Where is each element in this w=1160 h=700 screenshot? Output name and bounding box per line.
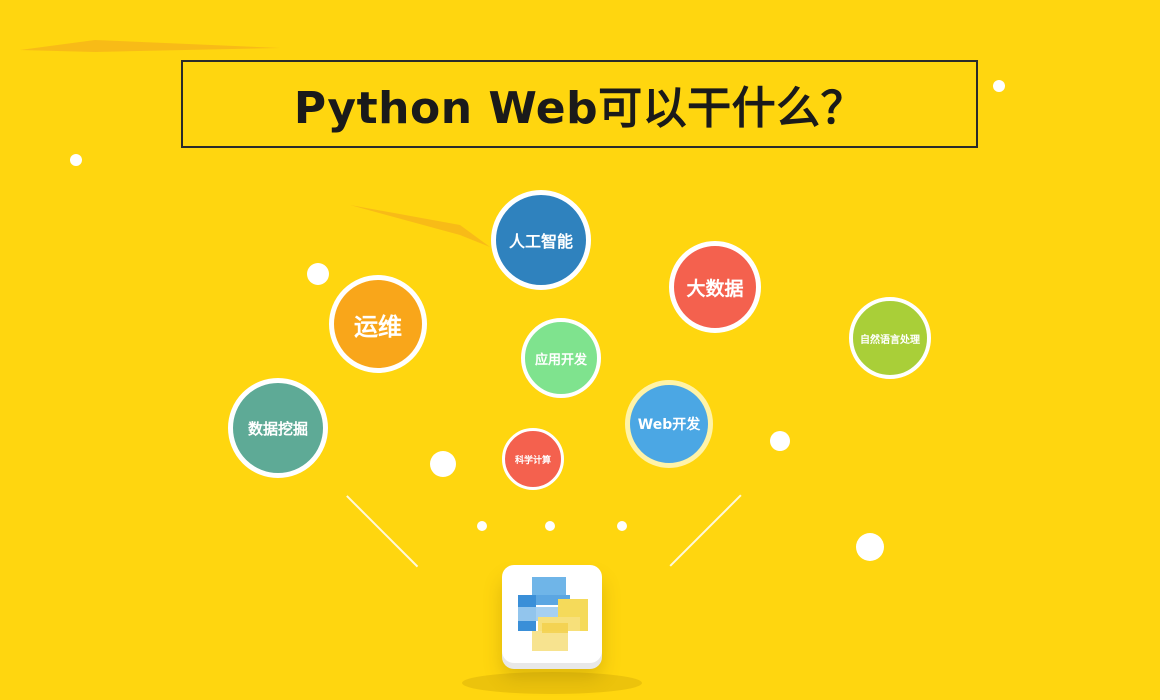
decor-dot xyxy=(545,521,555,531)
topic-bubble-datamining: 数据挖掘 xyxy=(228,378,328,478)
topic-label: 科学计算 xyxy=(514,455,551,466)
right-ray-line xyxy=(669,494,742,567)
topic-label: 人工智能 xyxy=(508,232,573,251)
topic-bubble-webdev: Web开发 xyxy=(625,380,713,468)
topic-label: 数据挖掘 xyxy=(247,419,308,438)
logo-shadow xyxy=(462,672,642,694)
decor-dot xyxy=(307,263,329,285)
decor-dot xyxy=(70,154,82,166)
topic-label: Web开发 xyxy=(637,417,701,433)
top-left-streak xyxy=(20,40,280,52)
decor-dot xyxy=(770,431,790,451)
topic-label: 大数据 xyxy=(686,277,744,300)
topic-bubble-ai: 人工智能 xyxy=(491,190,591,290)
decor-dot xyxy=(856,533,884,561)
topic-bubble-appdev: 应用开发 xyxy=(521,318,601,398)
title-box: Python Web可以干什么？ xyxy=(181,60,978,148)
topic-label: 运维 xyxy=(354,312,402,341)
decor-dot xyxy=(477,521,487,531)
decor-dot xyxy=(993,80,1005,92)
topic-bubble-ops: 运维 xyxy=(329,275,427,373)
topic-bubble-bigdata: 大数据 xyxy=(669,241,761,333)
decor-dot xyxy=(430,451,456,477)
topic-label: 自然语言处理 xyxy=(860,334,920,346)
topic-label: 应用开发 xyxy=(534,352,587,368)
topic-bubble-nlp: 自然语言处理 xyxy=(849,297,931,379)
python-logo-icon xyxy=(502,565,602,663)
page-title: Python Web可以干什么？ xyxy=(293,83,866,134)
decor-dot xyxy=(617,521,627,531)
left-ray-line xyxy=(346,495,419,567)
topic-bubble-scicomp: 科学计算 xyxy=(502,428,564,490)
middle-streak xyxy=(350,205,490,247)
